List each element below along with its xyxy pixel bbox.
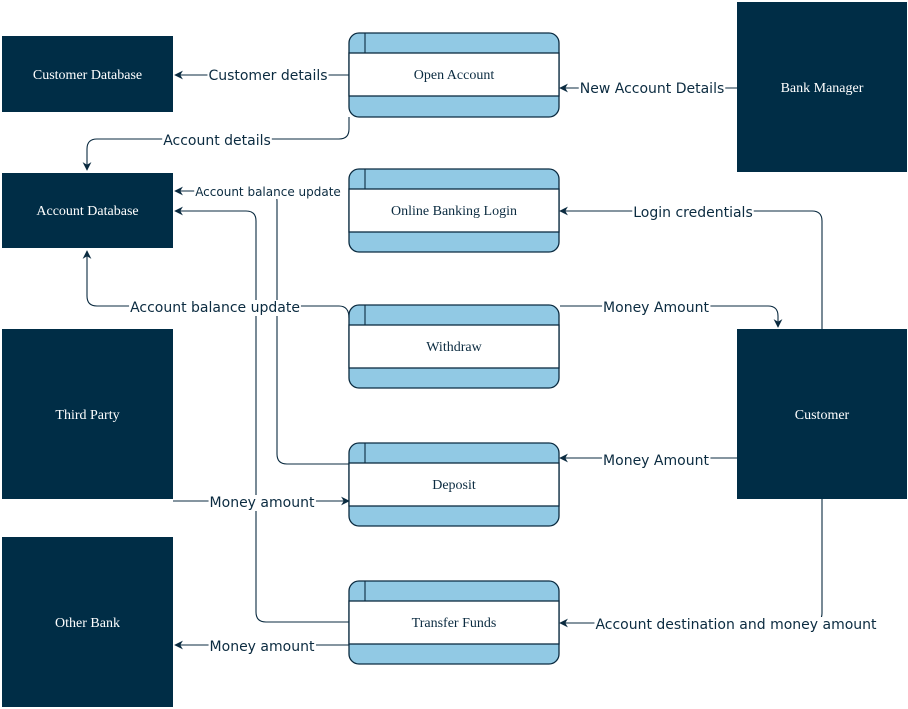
flow-label-withdraw-balance-update: Account balance update — [130, 300, 300, 316]
flow-labels: Customer details New Account Details Acc… — [129, 68, 879, 655]
entity-label: Other Bank — [55, 616, 120, 631]
flow-line-account-destination — [559, 499, 823, 628]
flow-label-withdraw-money-amount: Money Amount — [603, 300, 709, 316]
flow-label-customer-details: Customer details — [208, 68, 327, 84]
flow-line-transfer-balance-update — [174, 206, 349, 623]
flow-label-new-account-details: New Account Details — [580, 81, 725, 97]
process-label: Open Account — [414, 68, 495, 83]
flow-line-deposit-balance-update — [174, 186, 349, 465]
process-open-account[interactable]: Open Account — [348, 32, 560, 118]
flow-label-deposit-money-amount: Money Amount — [603, 453, 709, 469]
entity-account-database[interactable]: Account Database — [2, 173, 173, 248]
process-online-banking-login[interactable]: Online Banking Login — [348, 168, 560, 253]
entity-bank-manager[interactable]: Bank Manager — [737, 2, 907, 172]
flow-label-third-party-money-amount: Money amount — [210, 495, 315, 511]
entity-label: Account Database — [36, 204, 138, 219]
entity-customer[interactable]: Customer — [737, 329, 907, 499]
entity-other-bank[interactable]: Other Bank — [2, 537, 173, 707]
process-label: Withdraw — [426, 340, 482, 355]
flow-label-account-details: Account details — [163, 133, 271, 149]
entity-label: Bank Manager — [781, 81, 864, 96]
flow-label-login-credentials: Login credentials — [633, 205, 753, 221]
flow-label-other-bank-money-amount: Money amount — [210, 639, 315, 655]
entity-customer-database[interactable]: Customer Database — [2, 36, 173, 112]
flow-lines — [82, 70, 823, 650]
entity-label: Customer — [795, 408, 850, 423]
process-deposit[interactable]: Deposit — [348, 442, 560, 527]
flow-line-login-credentials — [559, 206, 823, 329]
entity-label: Customer Database — [33, 68, 142, 83]
flow-line-withdraw-balance-update — [82, 250, 350, 319]
process-label: Online Banking Login — [391, 204, 517, 219]
entity-label: Third Party — [55, 408, 119, 423]
flow-label-deposit-balance-update: Account balance update — [195, 185, 341, 199]
flow-line-withdraw-money-amount — [560, 305, 783, 328]
entity-third-party[interactable]: Third Party — [2, 329, 173, 499]
flow-label-account-destination: Account destination and money amount — [595, 617, 877, 633]
process-label: Transfer Funds — [412, 616, 497, 631]
process-withdraw[interactable]: Withdraw — [348, 304, 560, 389]
process-transfer-funds[interactable]: Transfer Funds — [348, 580, 560, 665]
process-label: Deposit — [432, 478, 476, 493]
